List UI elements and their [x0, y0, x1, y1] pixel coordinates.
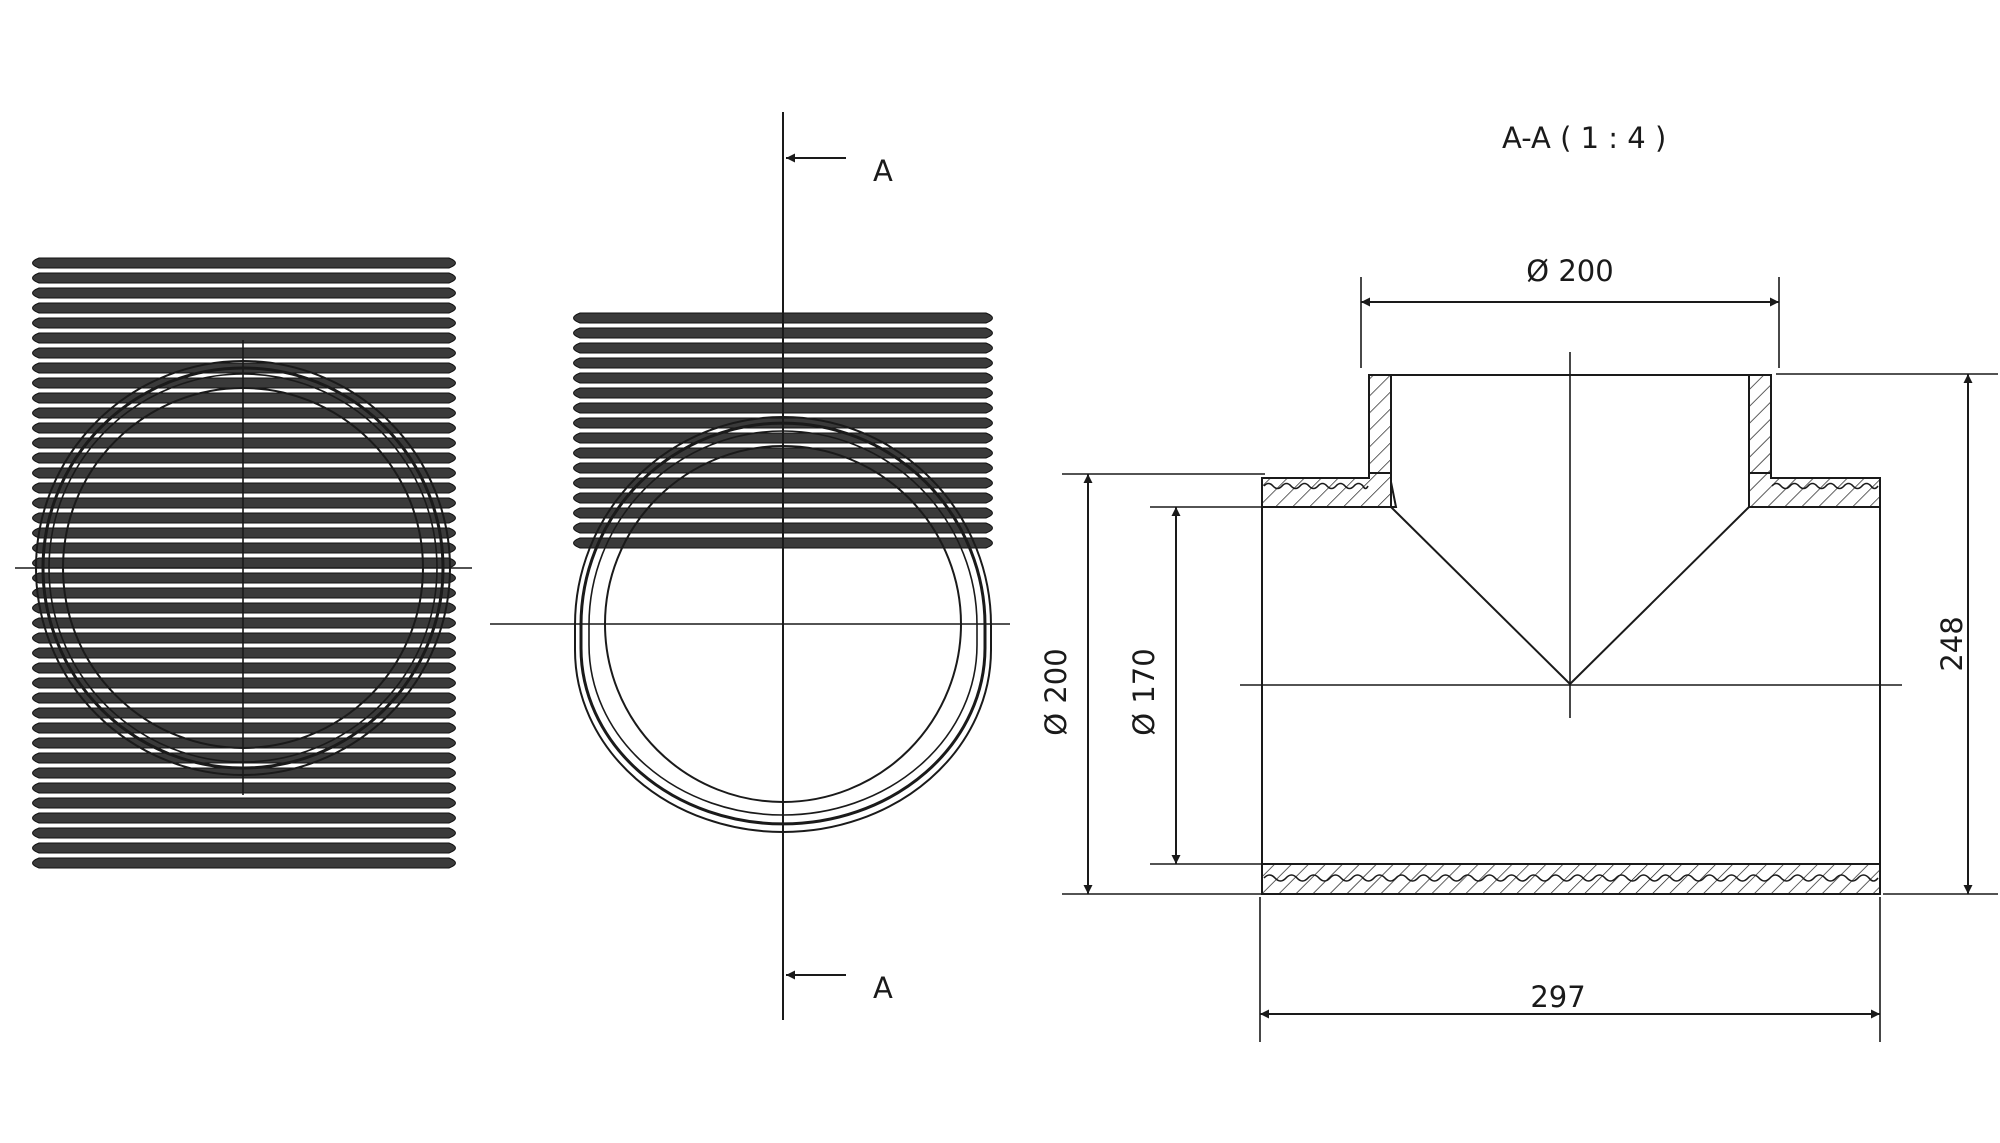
corrugation-rib: [32, 467, 456, 479]
height-label: 248: [1935, 616, 1969, 671]
corrugation-rib: [32, 287, 456, 299]
branch-wall-right: [1748, 374, 1772, 474]
corrugation-rib: [32, 482, 456, 494]
branch-diameter-label: Ø 200: [1526, 254, 1613, 288]
corrugation-rib: [32, 692, 456, 704]
corrugation-rib: [32, 647, 456, 659]
corrugation-rib: [32, 497, 456, 509]
corrugation-rib: [32, 392, 456, 404]
corrugation-rib: [32, 407, 456, 419]
section-marker-top-label: A: [873, 154, 893, 188]
corrugation-rib: [32, 437, 456, 449]
inner-diameter-label: Ø 170: [1127, 648, 1161, 735]
side-view-ring-1: [579, 421, 987, 826]
front-view: [15, 257, 472, 869]
outer-diameter-label: Ø 200: [1039, 648, 1073, 735]
side-view-ring-2: [588, 430, 978, 816]
section-view-title: A-A ( 1 : 4 ): [1502, 121, 1666, 155]
corrugation-wave: [1263, 482, 1369, 490]
corrugation-rib: [32, 602, 456, 614]
corrugation-rib: [32, 662, 456, 674]
corrugation-rib: [32, 857, 456, 869]
dimension-length: 297: [1259, 897, 1881, 1042]
dimension-height: 248: [1776, 373, 1998, 895]
run-top-wall-left: [1261, 472, 1398, 508]
dimension-branch-diameter: Ø 200: [1360, 254, 1780, 368]
corrugation-rib: [32, 512, 456, 524]
corrugation-rib: [32, 767, 456, 779]
dimension-inner-diameter: Ø 170: [1127, 506, 1265, 865]
branch-wall-left: [1368, 374, 1392, 474]
corrugation-rib: [32, 527, 456, 539]
corrugation-rib: [32, 587, 456, 599]
corrugation-rib: [32, 347, 456, 359]
corrugation-rib: [32, 752, 456, 764]
corrugation-rib: [32, 452, 456, 464]
corrugation-rib: [32, 632, 456, 644]
corrugation-rib: [32, 797, 456, 809]
corrugation-rib: [32, 332, 456, 344]
section-marker-bottom-label: A: [873, 971, 893, 1005]
corrugation-rib: [32, 557, 456, 569]
corrugation-rib: [32, 572, 456, 584]
corrugation-rib: [32, 782, 456, 794]
corrugation-rib: [32, 317, 456, 329]
corrugation-wave: [1771, 482, 1879, 490]
corrugation-rib: [32, 722, 456, 734]
corrugation-rib: [32, 827, 456, 839]
section-body-outline: [1261, 374, 1881, 894]
corrugation-rib: [32, 377, 456, 389]
section-view: A-A ( 1 : 4 ): [1039, 121, 1998, 1042]
corrugation-rib: [32, 812, 456, 824]
corrugation-rib: [32, 842, 456, 854]
corrugation-rib: [32, 302, 456, 314]
corrugation-rib: [32, 737, 456, 749]
section-wall-hatching: [1261, 374, 1881, 895]
corrugation-rib: [32, 542, 456, 554]
side-view-outer-ellipse: [574, 416, 992, 833]
corrugation-rib: [32, 257, 456, 269]
corrugation-rib: [32, 272, 456, 284]
corrugation-rib: [32, 677, 456, 689]
side-view: A A: [490, 112, 1010, 1020]
length-label: 297: [1530, 980, 1585, 1014]
front-view-ribs: [32, 257, 456, 869]
dimension-outer-diameter: Ø 200: [1039, 473, 1265, 895]
corrugation-rib: [32, 422, 456, 434]
section-corrugation-marks: [1263, 482, 1879, 882]
corrugation-wave: [1263, 874, 1879, 882]
run-top-wall-right: [1748, 472, 1881, 508]
corrugation-rib: [32, 617, 456, 629]
